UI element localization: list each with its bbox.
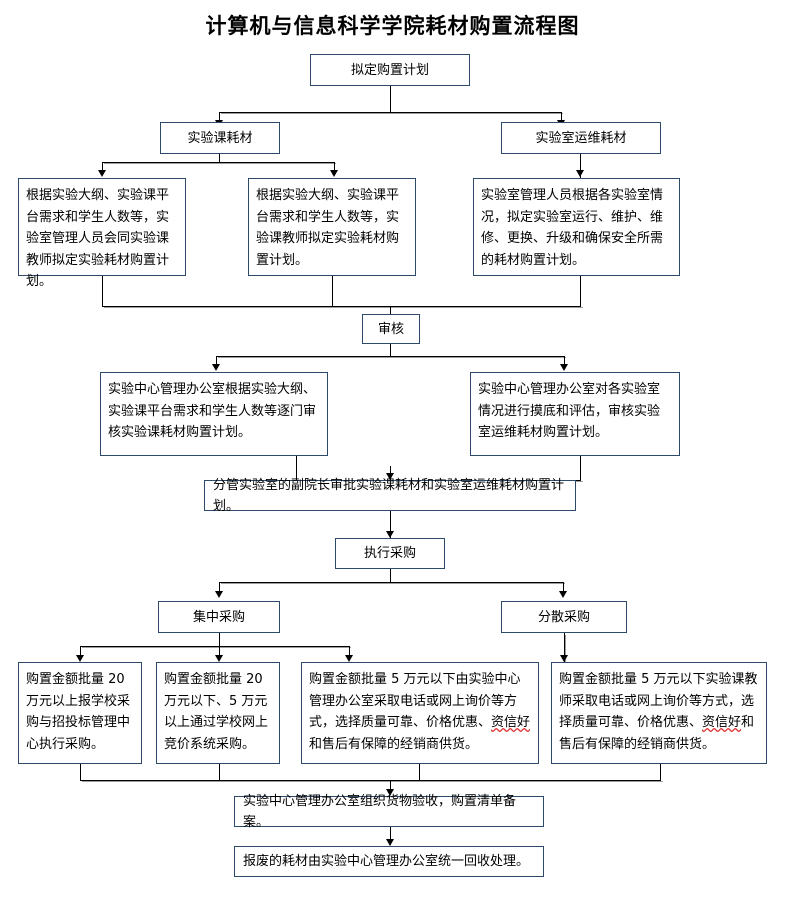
node-detail-1[interactable]: 根据实验大纲、实验课平台需求和学生人数等，实验室管理人员会同实验课教师拟定实验耗… [18, 178, 186, 289]
edge-purchase-1-down [80, 764, 81, 780]
edge-acceptance-down [390, 827, 391, 845]
arrow-to-purchase-1 [76, 655, 84, 662]
arrow-to-centralized-purchase [215, 591, 223, 598]
edge-review-right-drop [564, 356, 565, 366]
edge-execute-right-drop [563, 582, 564, 593]
purchase-3-text-c: 和售后有保障的经销商供货。 [309, 736, 479, 752]
arrow-to-disposal [386, 839, 394, 846]
arrow-to-approval [386, 473, 394, 480]
edge-decentralized-down [564, 633, 565, 662]
edge-plan-down [390, 86, 391, 112]
edge-review-1-down [296, 456, 297, 480]
purchase-4-text-spellcheck: 资信好 [702, 715, 742, 730]
edge-acceptance-drop [390, 780, 391, 792]
edge-centralized-split [80, 646, 349, 647]
node-centralized-purchase[interactable]: 集中采购 [158, 601, 280, 633]
edge-course-split [102, 162, 334, 163]
edge-acceptance-merge [80, 780, 661, 781]
arrow-to-detail-1 [98, 170, 106, 177]
edge-review-merge [102, 306, 581, 307]
node-lab-course-material[interactable]: 实验课耗材 [160, 122, 280, 154]
edge-ops-down [580, 154, 581, 178]
node-detail-2[interactable]: 根据实验大纲、实验课平台需求和学生人数等，实验课教师拟定实验耗材购置计划。 [248, 178, 416, 276]
edge-execute-split [219, 582, 563, 583]
node-review[interactable]: 审核 [362, 314, 420, 344]
edge-execute-split-shadow [221, 583, 565, 584]
node-lab-ops-material[interactable]: 实验室运维耗材 [501, 122, 661, 154]
edge-centralized-split-shadow [82, 647, 351, 648]
edge-review-split [216, 356, 564, 357]
edge-execute-down [390, 569, 391, 582]
edge-detail-2-down [332, 276, 333, 306]
node-approval[interactable]: 分管实验室的副院长审批实验课耗材和实验室运维耗材购置计划。 [204, 478, 576, 514]
node-review-2[interactable]: 实验中心管理办公室对各实验室情况进行摸底和评估，审核实验室运维耗材购置计划。 [470, 372, 680, 456]
edge-plan-right-drop [561, 112, 562, 122]
node-purchase-1[interactable]: 购置金额批量 20 万元以上报学校采购与招投标管理中心执行采购。 [18, 662, 142, 764]
purchase-4-text-c: 和售后有保障的经销商供货。 [559, 715, 755, 752]
purchase-3-text-a: 购置金额批量 5 万元以下由实验中心管理办公室采取电话或网上询价等方式，选择质量… [309, 672, 521, 730]
edge-centralized-right-drop [349, 646, 350, 658]
edge-acceptance-merge-shadow [82, 781, 663, 782]
node-purchase-3[interactable]: 购置金额批量 5 万元以下由实验中心管理办公室采取电话或网上询价等方式，选择质量… [301, 662, 539, 764]
edge-plan-left-drop [219, 112, 220, 122]
node-decentralized-purchase[interactable]: 分散采购 [501, 601, 627, 633]
page-title: 计算机与信息科学学院耗材购置流程图 [205, 13, 580, 38]
edge-review-split-shadow [218, 357, 566, 358]
edge-centralized-down [219, 633, 220, 646]
edge-decentralized-down-shadow [565, 635, 566, 662]
edge-execute-left-drop [219, 582, 220, 593]
node-execute-purchase[interactable]: 执行采购 [335, 538, 445, 569]
edge-detail-1-down [102, 276, 103, 306]
edge-review-merge-shadow [104, 307, 583, 308]
node-detail-3[interactable]: 实验室管理人员根据各实验室情况，拟定实验室运行、维护、维修、更换、升级和确保安全… [473, 178, 680, 276]
node-plan[interactable]: 拟定购置计划 [310, 54, 470, 86]
arrow-to-execute-purchase [386, 531, 394, 538]
edge-plan-split-shadow [221, 113, 563, 114]
arrow-to-detail-3 [576, 170, 584, 177]
edge-review-drop [390, 306, 391, 316]
arrow-to-purchase-2 [215, 655, 223, 662]
arrow-to-acceptance [386, 789, 394, 796]
edge-centralized-left-drop [80, 646, 81, 658]
edge-purchase-4-down [660, 764, 661, 780]
node-purchase-4[interactable]: 购置金额批量 5 万元以下实验课教师采取电话或网上询价等方式，选择质量可靠、价格… [551, 662, 767, 764]
edge-approval-down [390, 511, 391, 538]
arrow-to-review-2 [560, 364, 568, 371]
arrow-to-detail-2 [330, 170, 338, 177]
edge-course-right-drop [334, 162, 335, 172]
edge-purchase-2-down [219, 764, 220, 780]
purchase-3-text-spellcheck: 资信好 [491, 715, 531, 730]
edge-course-down [219, 154, 220, 162]
edge-review-down [390, 344, 391, 356]
node-review-1[interactable]: 实验中心管理办公室根据实验大纲、实验课平台需求和学生人数等逐门审核实验课耗材购置… [100, 372, 328, 456]
edge-centralized-mid-drop [219, 646, 220, 658]
arrow-to-review-1 [212, 364, 220, 371]
purchase-4-text-a: 购置金额批量 5 万元以下实验课教师采取电话或网上询价等方式，选择质量可靠、价格… [559, 672, 758, 730]
arrow-to-decentralized-purchase [559, 591, 567, 598]
node-acceptance[interactable]: 实验中心管理办公室组织货物验收，购置清单备案。 [234, 794, 544, 830]
node-disposal[interactable]: 报废的耗材由实验中心管理办公室统一回收处理。 [234, 846, 544, 877]
edge-course-left-drop [102, 162, 103, 172]
edge-detail-3-down [580, 276, 581, 306]
edge-purchase-3-down [419, 764, 420, 780]
node-purchase-2[interactable]: 购置金额批量 20 万元以下、5 万元以上通过学校网上竞价系统采购。 [156, 662, 280, 764]
edge-course-split-shadow [104, 163, 336, 164]
arrow-to-purchase-4 [560, 655, 568, 662]
edge-review-2-down [580, 456, 581, 480]
edge-plan-split [219, 112, 561, 113]
edge-review-left-drop [216, 356, 217, 366]
arrow-to-purchase-3 [345, 655, 353, 662]
